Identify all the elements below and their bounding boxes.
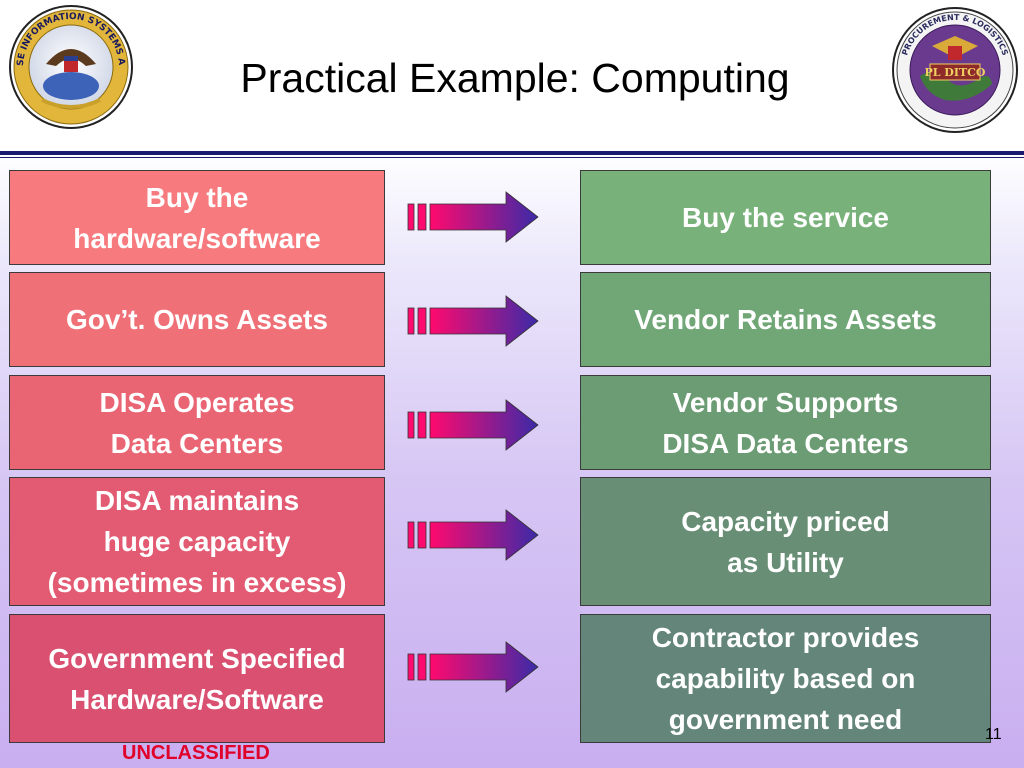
row-1-left-box: Buy the hardware/software	[9, 170, 385, 265]
disa-seal-icon: DEFENSE INFORMATION SYSTEMS AGENCY	[6, 4, 136, 130]
ditco-seal-icon: PROCUREMENT & LOGISTICS PL DITCO	[890, 6, 1020, 134]
row-1-right-box: Buy the service	[580, 170, 991, 265]
arrow-icon	[407, 399, 539, 451]
arrow-icon	[407, 191, 539, 243]
row-2-left-box: Gov’t. Owns Assets	[9, 272, 385, 367]
row-2-right-box: Vendor Retains Assets	[580, 272, 991, 367]
header-rule-thin	[0, 157, 1024, 158]
row-4-left-box: DISA maintains huge capacity (sometimes …	[9, 477, 385, 606]
row-3-left-box: DISA Operates Data Centers	[9, 375, 385, 470]
row-5-right-box: Contractor provides capability based on …	[580, 614, 991, 743]
arrow-icon	[407, 295, 539, 347]
header-rule	[0, 151, 1024, 155]
ditco-inner-text: PL DITCO	[924, 66, 985, 79]
classification-label: UNCLASSIFIED	[122, 742, 270, 764]
row-3-right-box: Vendor Supports DISA Data Centers	[580, 375, 991, 470]
row-4-right-box: Capacity priced as Utility	[580, 477, 991, 606]
slide-title: Practical Example: Computing	[240, 55, 790, 101]
page-number: 11	[985, 726, 1002, 743]
arrow-icon	[407, 509, 539, 561]
arrow-icon	[407, 641, 539, 693]
row-5-left-box: Government Specified Hardware/Software	[9, 614, 385, 743]
